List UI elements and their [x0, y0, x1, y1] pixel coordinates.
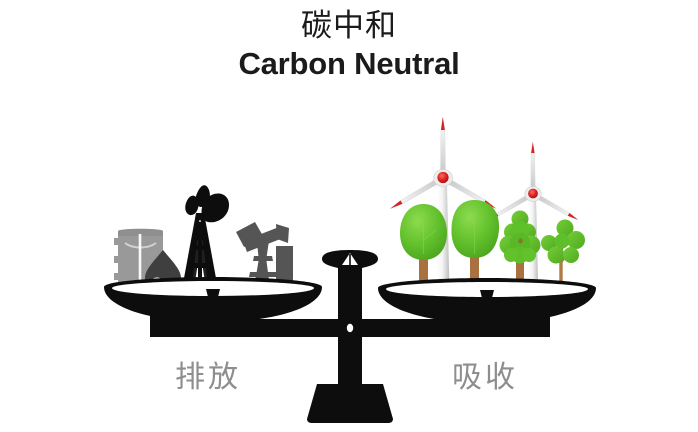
- tree-conifer: [499, 210, 541, 290]
- balance-base: [307, 384, 393, 423]
- page-title-english: Carbon Neutral: [238, 46, 460, 81]
- page-title-chinese: 碳中和: [301, 8, 397, 44]
- tree-shrub: [541, 219, 585, 292]
- label-emissions: 排放: [175, 360, 241, 395]
- label-absorption: 吸收: [452, 360, 518, 395]
- balance-pointer: [322, 250, 378, 282]
- wind-turbine-2: [487, 141, 579, 288]
- oil-derrick: [178, 185, 229, 290]
- emissions-pan: [104, 277, 322, 322]
- title-block: 碳中和 Carbon Neutral: [0, 8, 698, 83]
- tree-broadleaf-2: [451, 200, 500, 290]
- absorption-pan: [378, 278, 596, 323]
